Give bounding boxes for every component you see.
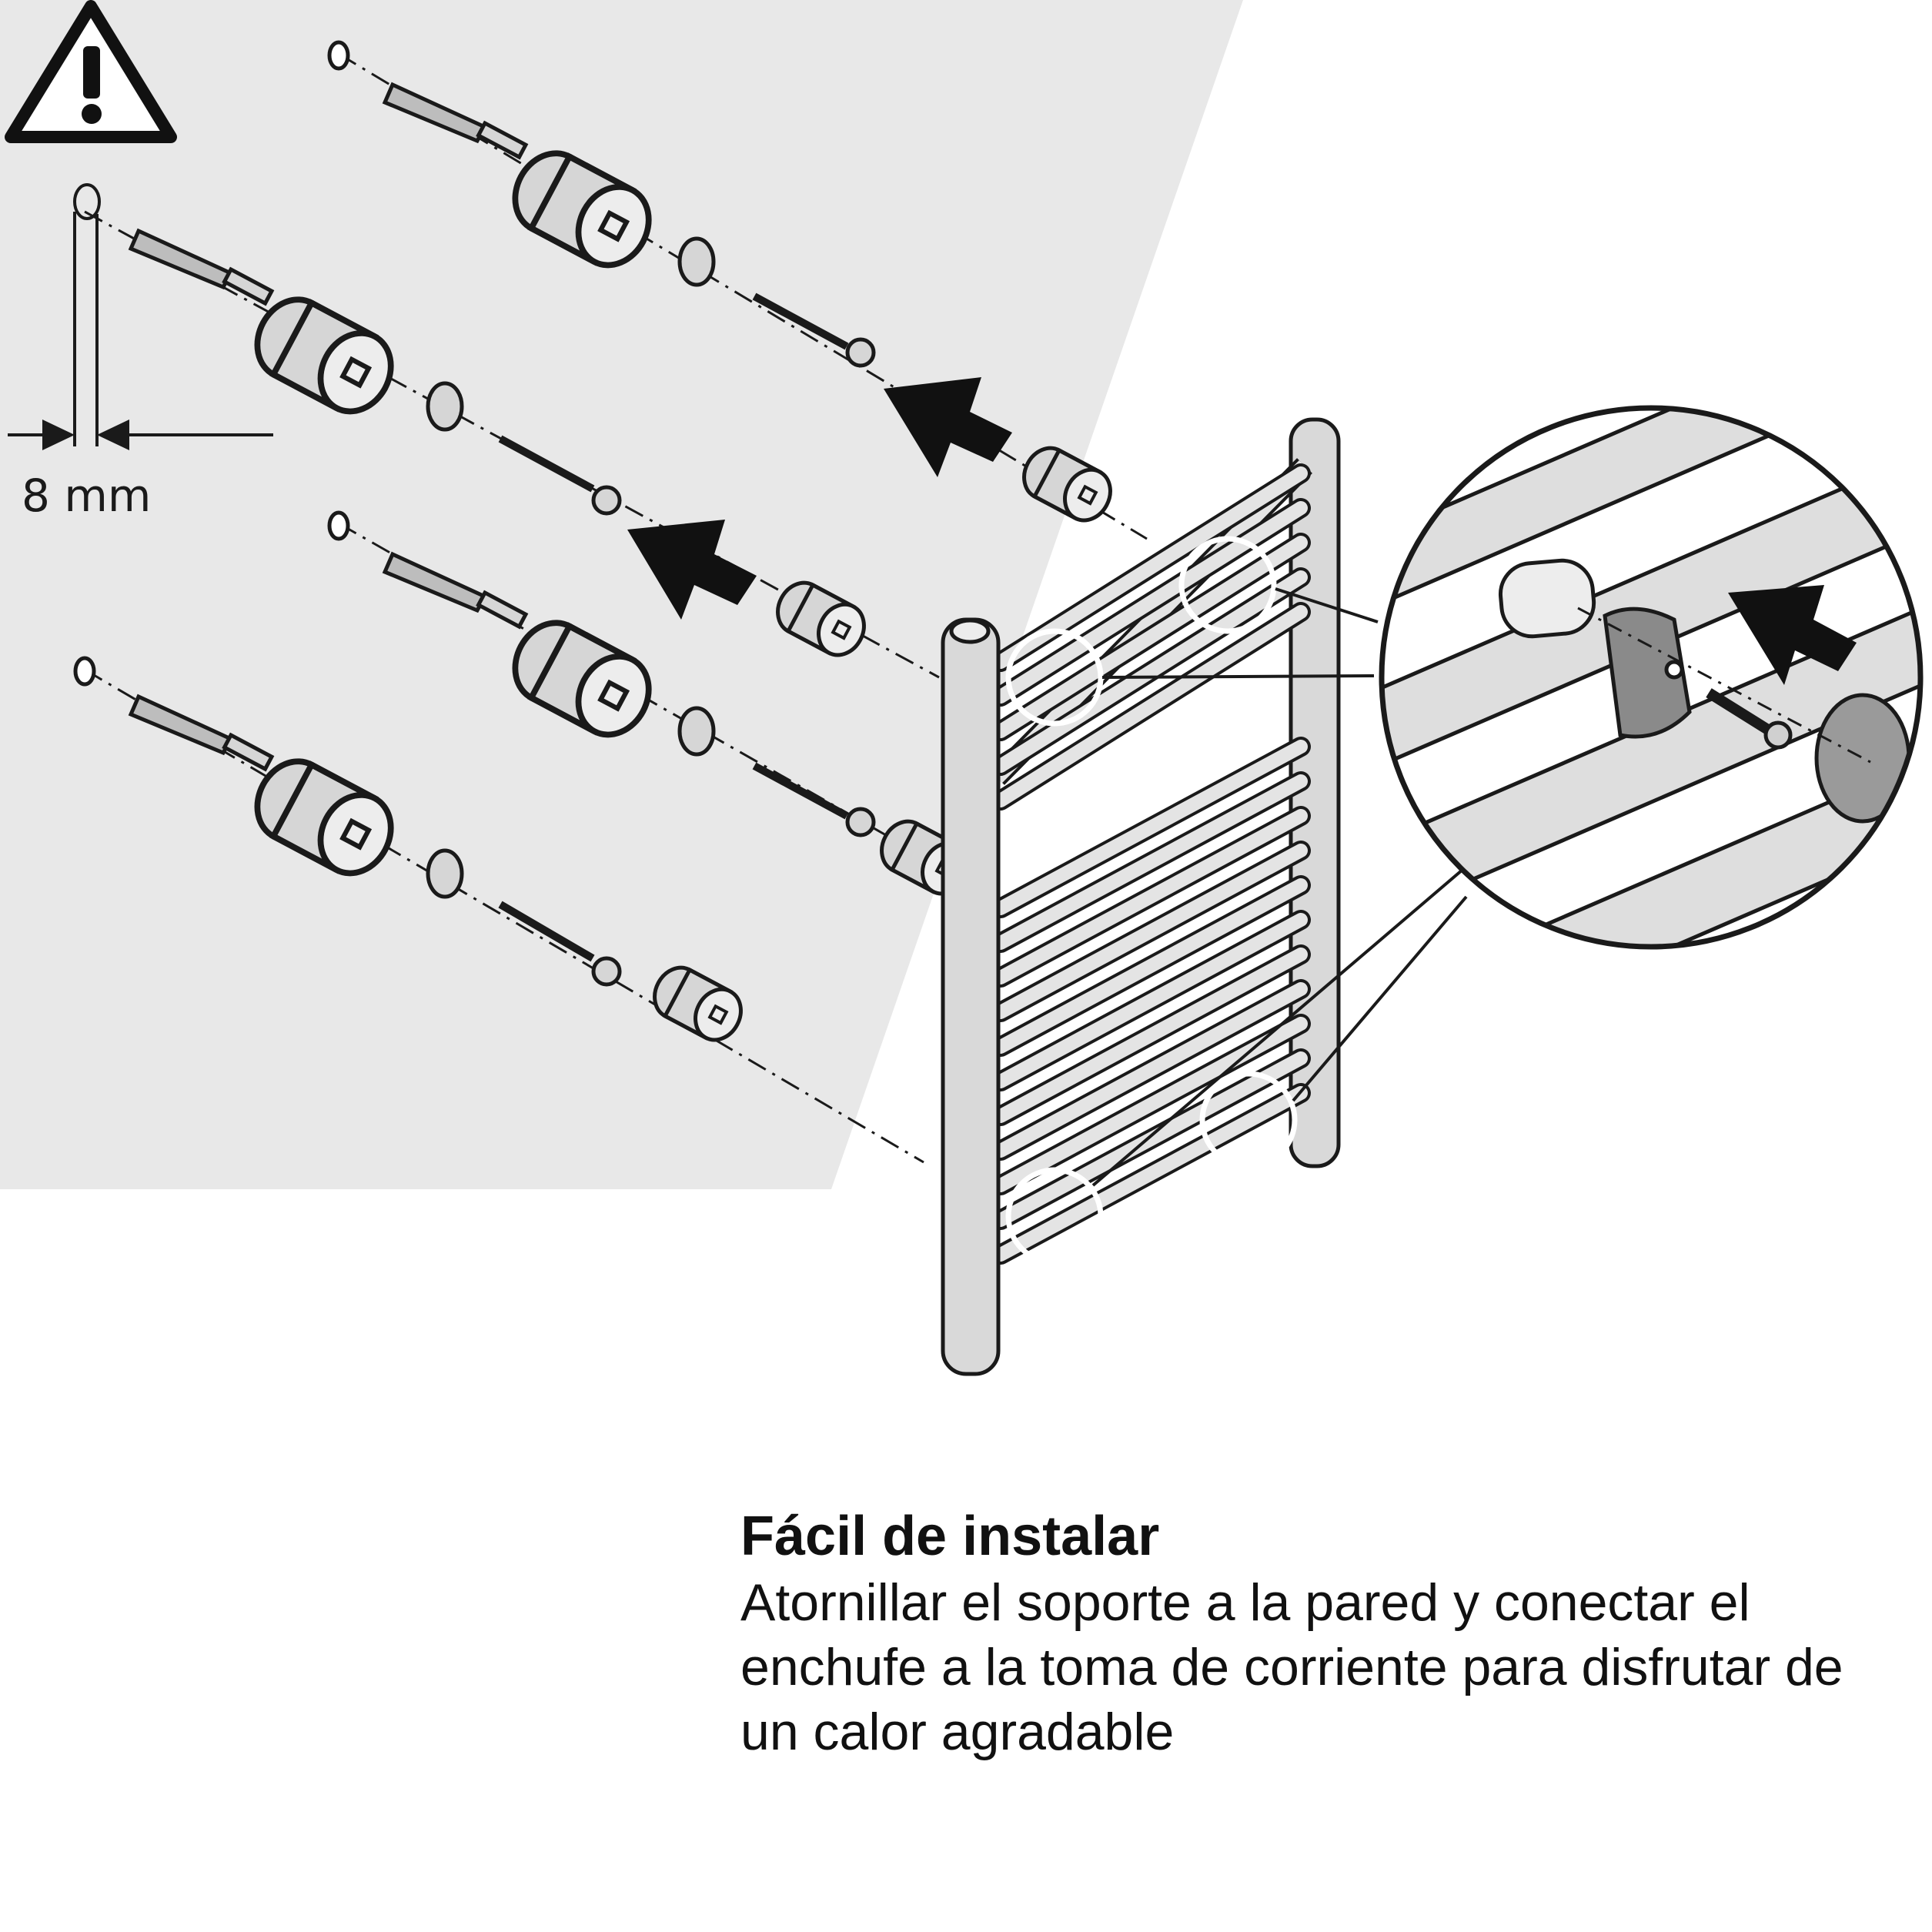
arrow-icon [884,377,1012,477]
mounting-row-1 [327,40,1148,540]
arrow-icon [1728,585,1857,685]
drill-dimension [8,183,273,450]
towel-radiator [941,417,1468,1376]
mounting-row-3 [327,510,977,901]
caption-title: Fácil de instalar [740,1506,1160,1567]
detail-magnifier [1379,405,1924,950]
caption: Fácil de instalar Atornillar el soporte … [740,1502,1910,1764]
dimension-label: 8 mm [22,470,152,522]
arrow-icon [627,520,757,620]
caption-body: Atornillar el soporte a la pared y conec… [740,1573,1843,1761]
warning-triangle-icon [5,0,177,143]
mounting-row-4 [73,656,924,1164]
